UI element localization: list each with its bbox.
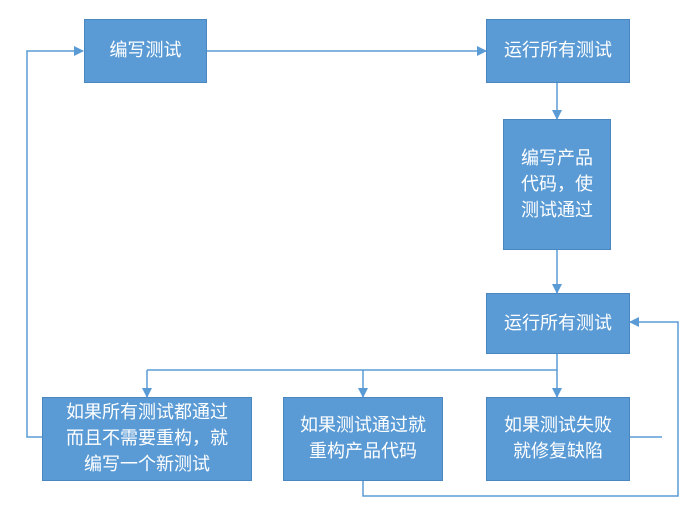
node-all-pass-label: 如果所有测试都通过 而且不需要重构，就 编写一个新测试 bbox=[66, 402, 228, 475]
node-fail-fix: 如果测试失败 就修复缺陷 bbox=[486, 397, 630, 481]
node-run-all-tests-1-label: 运行所有测试 bbox=[504, 40, 612, 61]
node-pass-refactor: 如果测试通过就 重构产品代码 bbox=[283, 397, 443, 481]
edge-refactor-loop-to-run-tests-2 bbox=[362, 317, 679, 497]
node-run-all-tests-2-label: 运行所有测试 bbox=[504, 312, 612, 334]
node-fail-fix-label: 如果测试失败 就修复缺陷 bbox=[504, 415, 612, 462]
node-write-code: 编写产品 代码，使 测试通过 bbox=[503, 119, 611, 250]
node-write-test-label: 编写测试 bbox=[109, 40, 182, 61]
node-write-code-label: 编写产品 代码，使 测试通过 bbox=[521, 147, 593, 221]
node-run-all-tests-1: 运行所有测试 bbox=[486, 19, 630, 83]
node-write-test: 编写测试 bbox=[84, 19, 207, 83]
node-run-all-tests-2: 运行所有测试 bbox=[486, 293, 630, 354]
node-all-pass: 如果所有测试都通过 而且不需要重构，就 编写一个新测试 bbox=[42, 397, 252, 481]
edge-branch-trunk bbox=[147, 354, 558, 371]
node-pass-refactor-label: 如果测试通过就 重构产品代码 bbox=[300, 415, 426, 462]
edge-all-pass-loop-to-write-test bbox=[26, 46, 84, 438]
